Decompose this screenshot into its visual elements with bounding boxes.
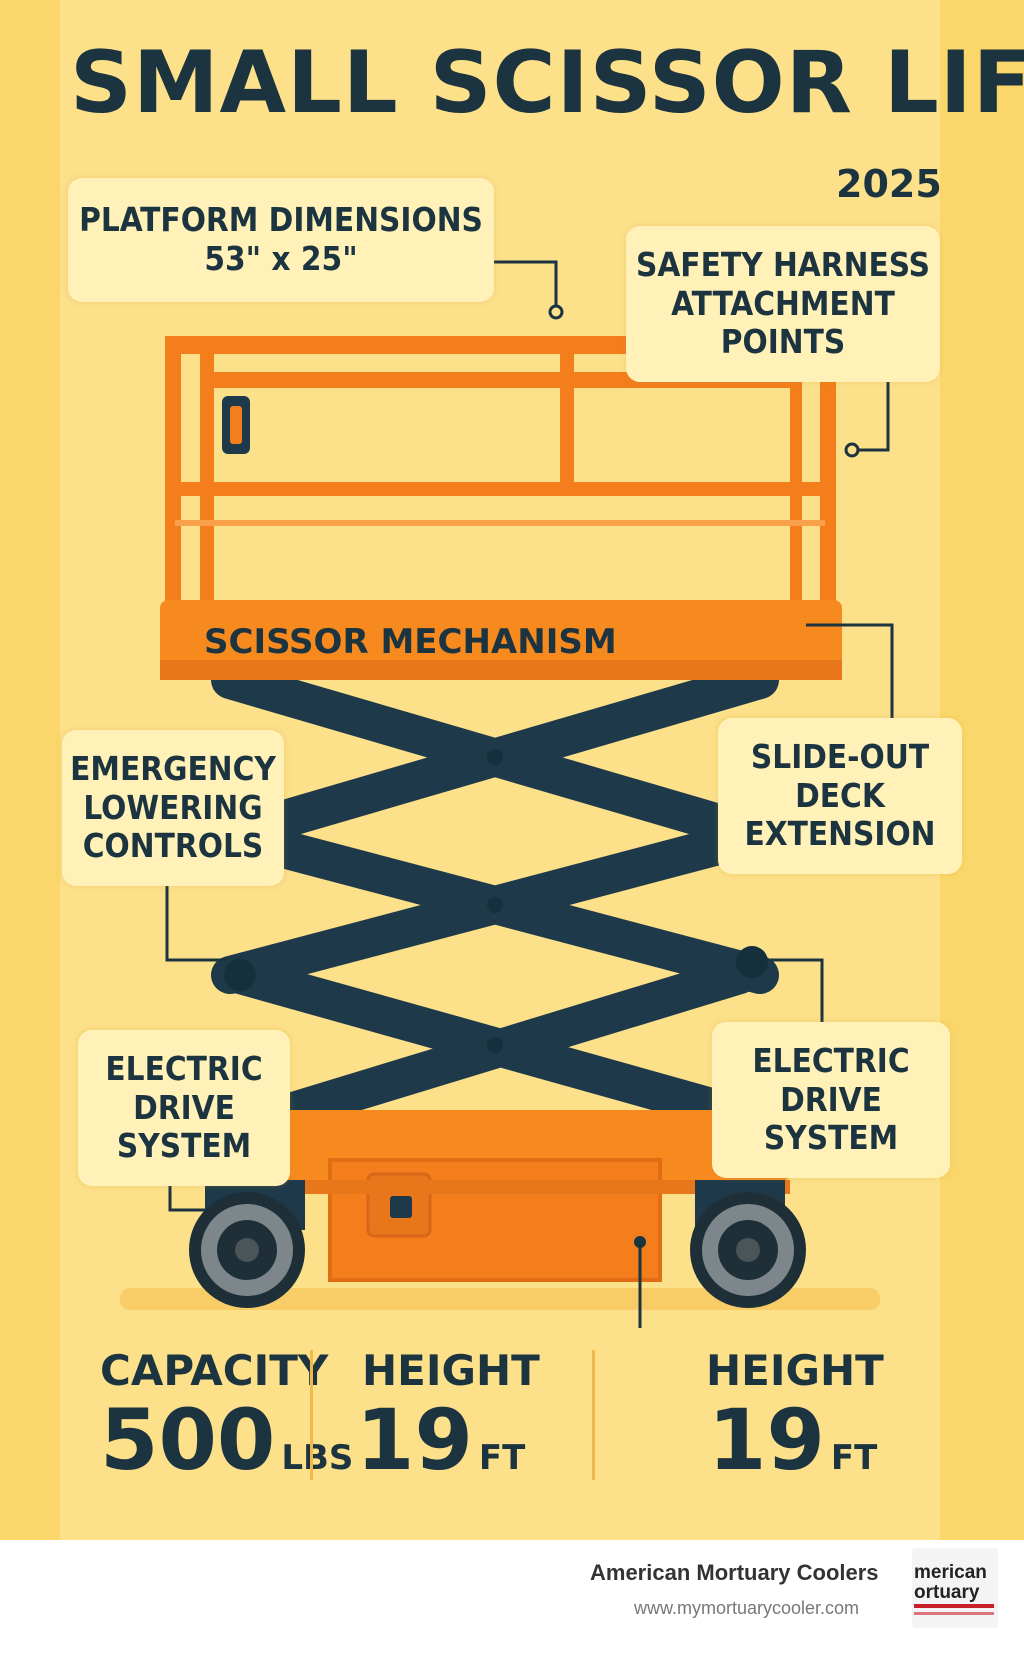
logo-graphic: merican ortuary	[914, 1562, 994, 1615]
callout-drive-left-text: ELECTRIC DRIVE SYSTEM	[105, 1048, 263, 1166]
leader-dots	[548, 304, 860, 458]
stat-height-label-1: HEIGHT	[362, 1346, 540, 1395]
stat-divider-1	[310, 1350, 313, 1480]
stat-capacity-number: 500	[100, 1391, 276, 1489]
callout-deck-text: SLIDE-OUT DECK EXTENSION	[744, 736, 936, 854]
stat-divider-2	[592, 1350, 595, 1480]
infographic-poster: SMALL SCISSOR LIFT 2025 PLATFORM DIMENSI…	[0, 0, 1024, 1540]
callout-harness-text: SAFETY HARNESS ATTACHMENT POINTS	[635, 244, 931, 362]
leader-lines	[165, 260, 894, 1328]
wheel-right	[690, 1180, 806, 1308]
footer-website-url: www.mymortuarycooler.com	[634, 1598, 860, 1618]
company-logo: merican ortuary	[912, 1548, 998, 1628]
callout-platform-text: PLATFORM DIMENSIONS 53" x 25"	[79, 200, 483, 278]
callout-emergency-lowering: EMERGENCY LOWERING CONTROLS	[62, 730, 284, 886]
logo-line-2: ortuary	[914, 1582, 980, 1603]
scissor-pivots	[224, 749, 768, 1053]
stat-capacity-unit: LBS	[281, 1438, 354, 1478]
wheel-left	[189, 1180, 305, 1308]
callout-electric-drive-left: ELECTRIC DRIVE SYSTEM	[78, 1030, 290, 1186]
callout-drive-right-text: ELECTRIC DRIVE SYSTEM	[752, 1040, 910, 1158]
logo-line-1: merican	[914, 1562, 987, 1583]
stat-height-unit-2: FT	[830, 1438, 878, 1478]
callout-slide-out-deck: SLIDE-OUT DECK EXTENSION	[718, 718, 962, 874]
page-title: SMALL SCISSOR LIFT	[70, 33, 1024, 133]
stat-height-number-1: 19	[356, 1391, 473, 1489]
ground-shadow	[120, 1288, 880, 1310]
callout-safety-harness: SAFETY HARNESS ATTACHMENT POINTS	[626, 226, 940, 382]
stat-height-label-2: HEIGHT	[706, 1346, 884, 1395]
stat-height-unit-1: FT	[478, 1438, 526, 1478]
footer-company-name: American Mortuary Coolers	[590, 1560, 879, 1585]
callout-electric-drive-right: ELECTRIC DRIVE SYSTEM	[712, 1022, 950, 1178]
callout-emergency-text: EMERGENCY LOWERING CONTROLS	[70, 748, 276, 866]
callout-platform-dimensions: PLATFORM DIMENSIONS 53" x 25"	[68, 178, 494, 302]
scissor-mechanism-label: SCISSOR MECHANISM	[204, 622, 617, 662]
stat-height-number-2: 19	[708, 1391, 825, 1489]
stat-capacity-label: CAPACITY	[100, 1346, 329, 1395]
year-label: 2025	[836, 162, 942, 206]
